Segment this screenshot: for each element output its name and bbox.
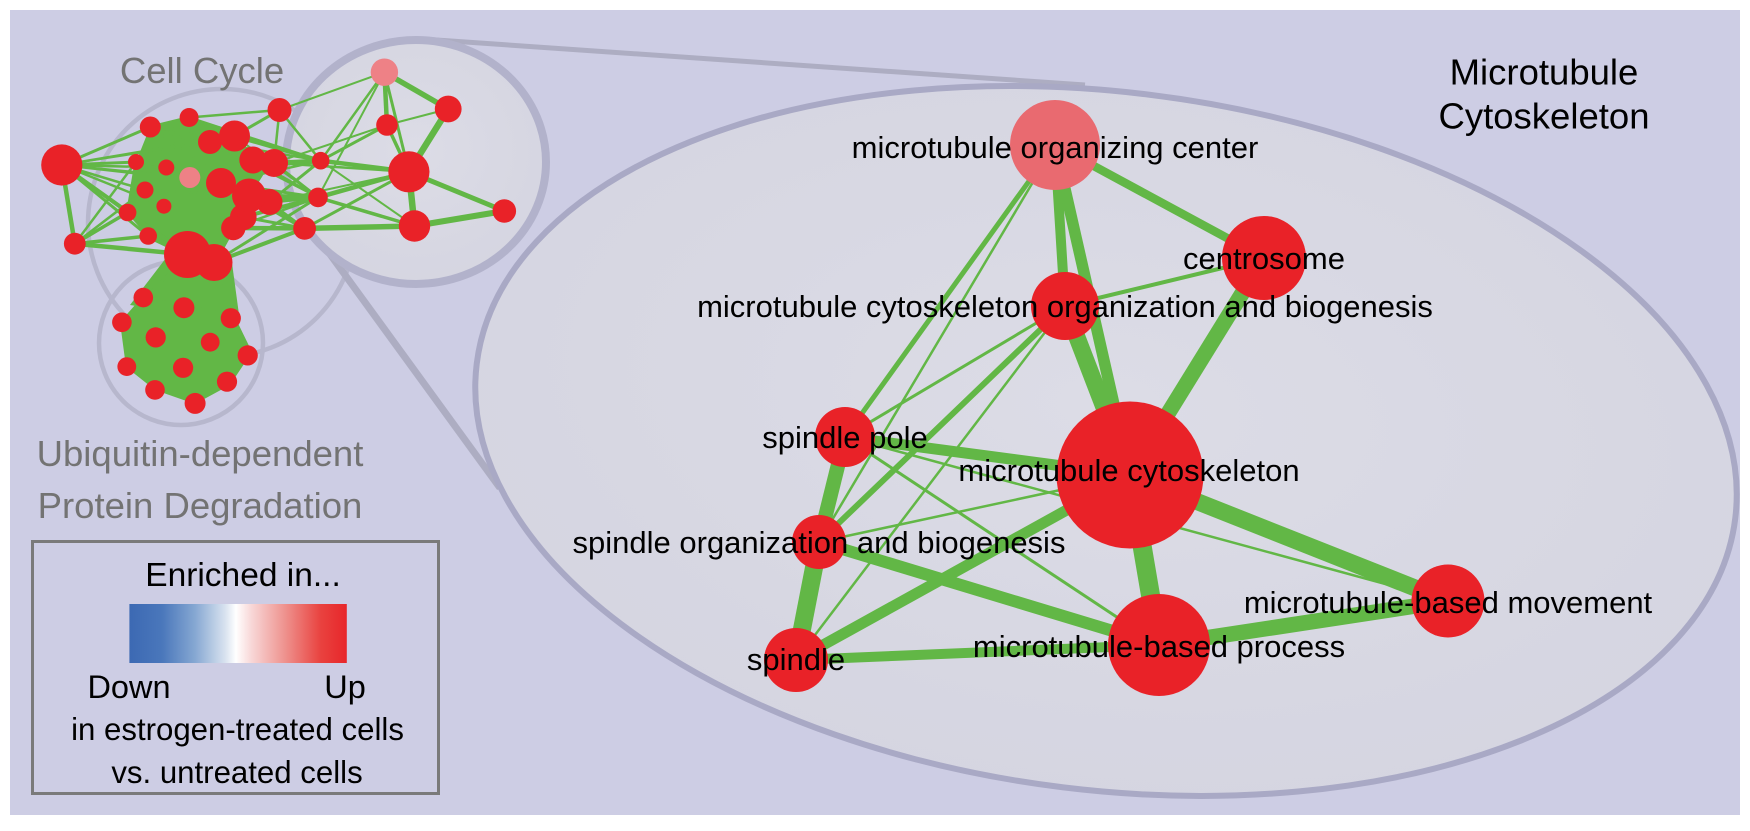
svg-text:Protein Degradation: Protein Degradation bbox=[38, 485, 363, 526]
svg-text:Ubiquitin-dependent: Ubiquitin-dependent bbox=[37, 433, 364, 474]
svg-text:microtubule cytoskeleton organ: microtubule cytoskeleton organization an… bbox=[697, 289, 1433, 324]
svg-text:Cytoskeleton: Cytoskeleton bbox=[1439, 96, 1650, 137]
svg-text:spindle pole: spindle pole bbox=[762, 420, 927, 455]
svg-text:microtubule-based process: microtubule-based process bbox=[973, 629, 1345, 664]
svg-text:microtubule cytoskeleton: microtubule cytoskeleton bbox=[958, 453, 1299, 488]
svg-text:centrosome: centrosome bbox=[1183, 241, 1345, 276]
svg-text:Down: Down bbox=[87, 669, 170, 705]
svg-text:microtubule organizing center: microtubule organizing center bbox=[852, 130, 1259, 165]
svg-text:spindle: spindle bbox=[747, 642, 845, 677]
svg-text:Enriched in...: Enriched in... bbox=[145, 557, 341, 594]
svg-text:Up: Up bbox=[324, 669, 366, 705]
svg-text:spindle organization and bioge: spindle organization and biogenesis bbox=[573, 525, 1066, 560]
svg-text:Microtubule: Microtubule bbox=[1450, 52, 1639, 93]
svg-text:vs. untreated cells: vs. untreated cells bbox=[111, 755, 362, 790]
svg-text:microtubule-based movement: microtubule-based movement bbox=[1244, 585, 1653, 620]
svg-text:in estrogen-treated cells: in estrogen-treated cells bbox=[71, 712, 404, 747]
svg-text:Cell Cycle: Cell Cycle bbox=[120, 50, 284, 91]
